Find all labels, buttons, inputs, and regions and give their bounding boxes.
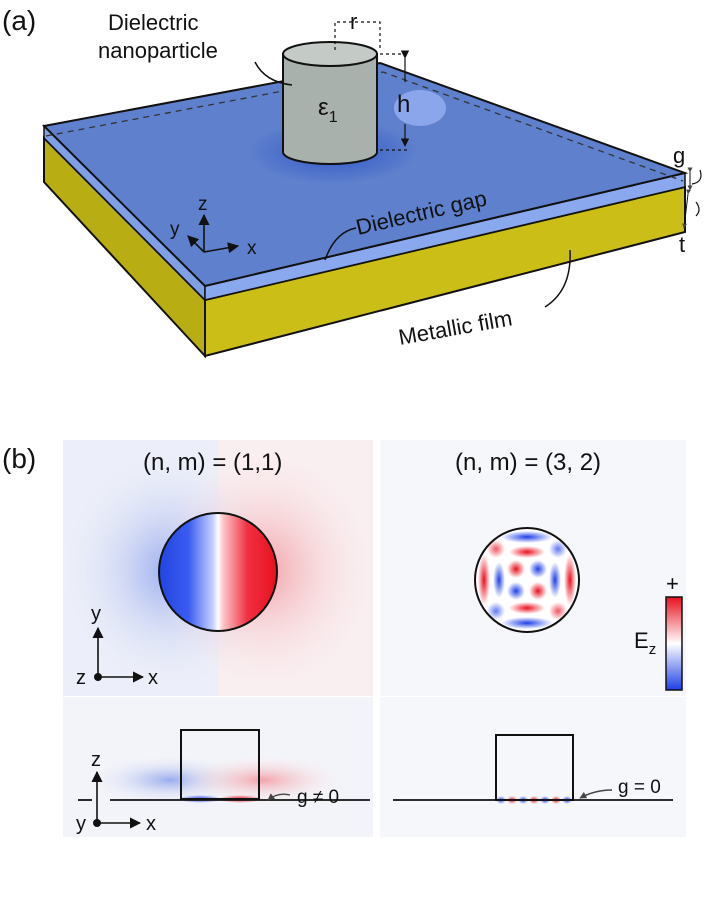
particle-label-line2: nanoparticle <box>98 38 218 63</box>
panel-b-label: (b) <box>2 443 36 474</box>
g-zero-pointer <box>579 789 613 799</box>
gap-thickness-label: g <box>673 143 685 168</box>
axis-z-label: z <box>198 194 208 215</box>
height-label: h <box>397 91 410 118</box>
side-axis-y: y <box>76 813 86 835</box>
particle-pointer <box>254 61 293 86</box>
axes-2d-top <box>92 626 145 683</box>
mode-map-1-1-top <box>60 440 375 696</box>
mode-map-1-1-side <box>63 697 373 837</box>
particle-label-line1: Dielectric <box>108 10 198 35</box>
side-axis-x: x <box>146 813 156 835</box>
colorbar-label: Ez <box>634 628 656 658</box>
top-axis-y: y <box>91 603 101 625</box>
dielectric-nanoparticle <box>282 41 378 165</box>
panel-a-label: (a) <box>2 5 36 36</box>
radius-label: r <box>350 9 357 34</box>
radius-bracket <box>334 21 381 50</box>
epsilon-symbol: ε1 <box>318 94 338 126</box>
top-axis-z: z <box>76 667 86 689</box>
colorbar-plus: + <box>666 571 679 596</box>
top-axis-x: x <box>148 667 158 689</box>
gap-pointer <box>324 227 357 261</box>
g-nonzero-pointer <box>267 793 291 801</box>
film-thickness-label: t <box>679 232 685 257</box>
metallic-film-label: Metallic film <box>397 305 515 350</box>
film-pointer <box>544 249 571 308</box>
axes-3d <box>187 213 240 254</box>
axes-2d-side <box>91 770 142 829</box>
side-axis-z: z <box>91 749 101 771</box>
axis-y-label: y <box>170 219 180 240</box>
gap-dashed-edge <box>45 71 684 182</box>
axis-x-label: x <box>247 238 257 259</box>
mode-3-2-disc <box>474 527 580 633</box>
mode-label-right: (n, m) = (3, 2) <box>455 449 601 476</box>
colorbar <box>665 596 683 691</box>
mode-label-left: (n, m) = (1,1) <box>143 449 282 476</box>
g-nonzero-label: g ≠ 0 <box>297 787 339 808</box>
g-zero-label: g = 0 <box>618 777 661 798</box>
mode-map-3-2-side <box>380 697 686 837</box>
